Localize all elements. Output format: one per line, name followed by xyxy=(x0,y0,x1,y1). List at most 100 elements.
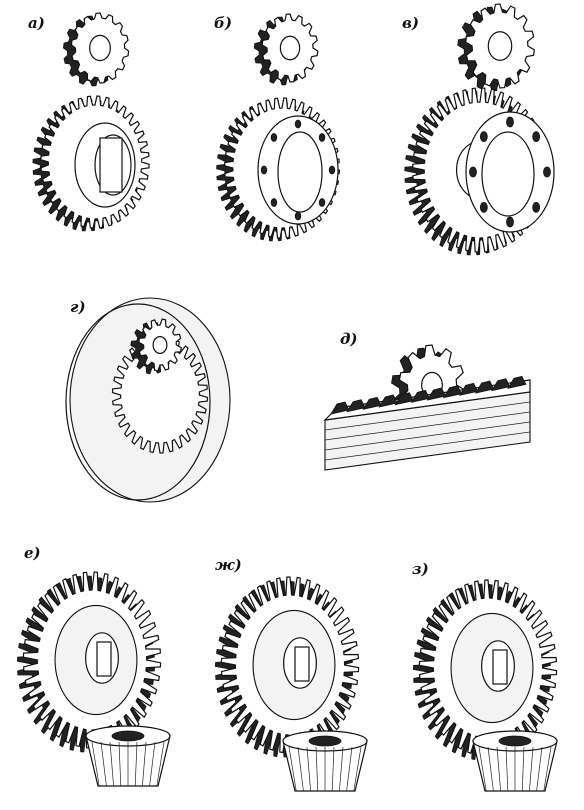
web-hole xyxy=(270,133,278,142)
gear-teeth xyxy=(111,336,209,454)
bevel-pinion-tooth xyxy=(134,741,138,787)
bevel-pinion-tooth xyxy=(142,741,147,787)
bevel-pinion-tooth xyxy=(339,746,344,792)
panel-z: з) xyxy=(412,560,558,792)
internal-ring-rim xyxy=(65,303,211,501)
skew-bevel-gear-icon xyxy=(214,576,368,792)
herringbone-pinion xyxy=(457,3,535,92)
helical-gear-pair-icon xyxy=(216,13,341,242)
bevel-pinion-tooth xyxy=(529,746,534,792)
spur-wheel-bore xyxy=(94,134,132,196)
panel-v: в) xyxy=(402,3,555,256)
bevel-pinion-tooth xyxy=(118,741,122,787)
rack-tooth xyxy=(458,382,479,396)
rack-tooth xyxy=(474,380,495,394)
panel-d: д) xyxy=(323,330,531,471)
panel-e-label: е) xyxy=(24,544,41,562)
helical-wheel-bore xyxy=(277,131,323,213)
spiral-bevel-gear-icon xyxy=(412,579,558,792)
panel-a: а) xyxy=(28,12,150,232)
panel-zh: ж) xyxy=(214,556,368,792)
web-hole xyxy=(506,216,514,228)
bevel-hub xyxy=(283,637,317,689)
herringbone-gear-pair-icon xyxy=(404,3,555,256)
web-hole xyxy=(543,166,551,178)
web-hole xyxy=(469,166,477,178)
bevel-pinion-tooth xyxy=(346,746,353,792)
bevel-pinion-tooth xyxy=(156,741,165,787)
bevel-pinion-bore xyxy=(498,735,532,747)
panel-b-label: б) xyxy=(214,14,232,32)
panel-e: е) xyxy=(16,544,171,787)
bevel-pinion-tooth xyxy=(505,746,509,792)
web-hole xyxy=(318,133,326,142)
internal-pinion xyxy=(130,318,182,375)
rack-body xyxy=(323,375,531,471)
gear-bore xyxy=(152,336,168,355)
bevel-pinion-bore xyxy=(308,735,342,747)
panel-d-label: д) xyxy=(340,330,358,348)
bevel-pinion-tooth xyxy=(306,746,311,792)
rack-tooth xyxy=(491,378,511,392)
bevel-pinion-tooth xyxy=(331,746,335,792)
rack-tooth xyxy=(362,396,382,410)
bevel-pinion-tooth xyxy=(149,741,156,787)
rack-tooth xyxy=(346,399,366,413)
rack-and-pinion-icon xyxy=(323,344,531,471)
web-hole xyxy=(479,201,488,213)
panel-b: б) xyxy=(214,13,341,242)
web-hole xyxy=(506,116,514,128)
herringbone-wheel-web xyxy=(465,111,555,233)
panel-z-label: з) xyxy=(412,560,429,578)
bevel-keyway xyxy=(492,649,508,685)
internal-ring-teeth xyxy=(111,336,209,454)
gear-teeth xyxy=(70,12,130,84)
herringbone-wheel-holes xyxy=(469,116,551,228)
bevel-pinion-tooth xyxy=(543,746,552,792)
helical-wheel-holes xyxy=(260,119,336,221)
rack-tooth xyxy=(410,389,431,403)
web-hole xyxy=(294,119,302,129)
panel-zh-label: ж) xyxy=(215,556,242,574)
bevel-pinion-tooth xyxy=(521,746,525,792)
panel-v-label: в) xyxy=(402,14,419,32)
helical-wheel-web xyxy=(257,115,339,225)
rack-hatch xyxy=(324,421,531,451)
bevel-pinion-tooth xyxy=(536,746,543,792)
bevel-pinion-tooth xyxy=(487,746,494,792)
gear-teeth xyxy=(465,3,535,89)
gear-teeth xyxy=(261,13,319,83)
herringbone-wheel-bore xyxy=(481,131,535,217)
rack-tooth xyxy=(426,387,447,401)
bevel-pinion-tooth xyxy=(315,746,319,792)
bevel-pinion-tooth xyxy=(91,741,100,787)
web-hole xyxy=(532,201,541,213)
rack-tooth xyxy=(330,401,350,415)
web-hole xyxy=(270,198,278,207)
gear-bore xyxy=(279,35,301,61)
bevel-pinion-tooth xyxy=(288,746,297,792)
bevel-pinion-tooth xyxy=(109,741,114,787)
spur-wheel-keyway xyxy=(99,137,123,193)
spur-pinion xyxy=(62,12,130,87)
rack-hatch xyxy=(324,401,531,431)
bevel-pinion-tooth xyxy=(297,746,304,792)
web-hole xyxy=(294,211,302,221)
bevel-pinion-tooth xyxy=(353,746,362,792)
bevel-hub xyxy=(481,640,515,692)
rack-hatch xyxy=(324,411,531,441)
rack-tooth xyxy=(378,394,398,408)
straight-bevel-gear-icon xyxy=(16,571,171,787)
rack-tooth xyxy=(507,375,527,389)
web-hole xyxy=(479,131,488,143)
web-hole xyxy=(328,165,336,175)
bevel-pinion-tooth xyxy=(496,746,501,792)
rack-hatch xyxy=(324,431,531,461)
spur-gear-pair-icon xyxy=(32,12,150,232)
web-hole xyxy=(318,198,326,207)
gear-bore xyxy=(487,31,513,61)
web-hole xyxy=(532,131,541,143)
bevel-pinion-tooth xyxy=(100,741,107,787)
helical-pinion xyxy=(253,13,319,86)
